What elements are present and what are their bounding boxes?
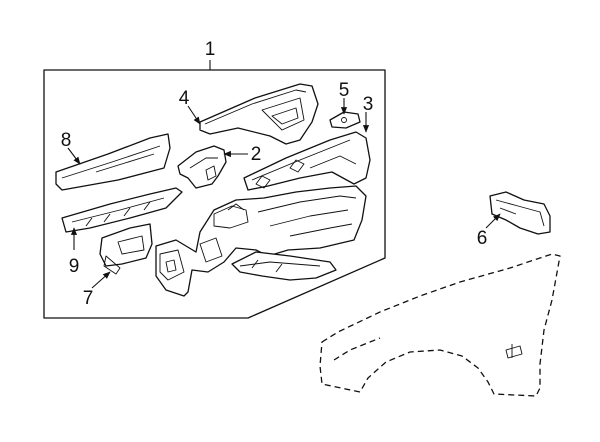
part-fender-bracket[interactable] bbox=[489, 191, 551, 235]
callout-labels: 1 2 3 4 5 6 7 8 9 bbox=[61, 39, 488, 309]
callout-8: 8 bbox=[61, 130, 72, 151]
callout-1: 1 bbox=[205, 39, 216, 60]
part-long-panel[interactable] bbox=[55, 133, 171, 191]
part-lower-rail[interactable] bbox=[231, 251, 337, 281]
part-main-frame[interactable] bbox=[155, 185, 367, 297]
callout-5: 5 bbox=[339, 80, 350, 101]
assembly-frame bbox=[43, 60, 386, 319]
callout-4: 4 bbox=[179, 88, 190, 109]
part-small-bracket[interactable] bbox=[329, 111, 361, 129]
part-upper-rail[interactable] bbox=[199, 83, 319, 145]
callout-6: 6 bbox=[477, 228, 488, 249]
callout-3: 3 bbox=[363, 94, 374, 115]
callout-2: 2 bbox=[251, 144, 262, 165]
part-right-rail[interactable] bbox=[243, 131, 371, 191]
part-lower-bracket[interactable] bbox=[99, 223, 153, 275]
callout-9: 9 bbox=[69, 256, 80, 277]
part-long-strip[interactable] bbox=[61, 187, 183, 233]
callout-7: 7 bbox=[83, 288, 94, 309]
fender-outline bbox=[319, 253, 561, 397]
part-curl-bracket[interactable] bbox=[177, 145, 227, 189]
leader-lines bbox=[67, 98, 501, 289]
